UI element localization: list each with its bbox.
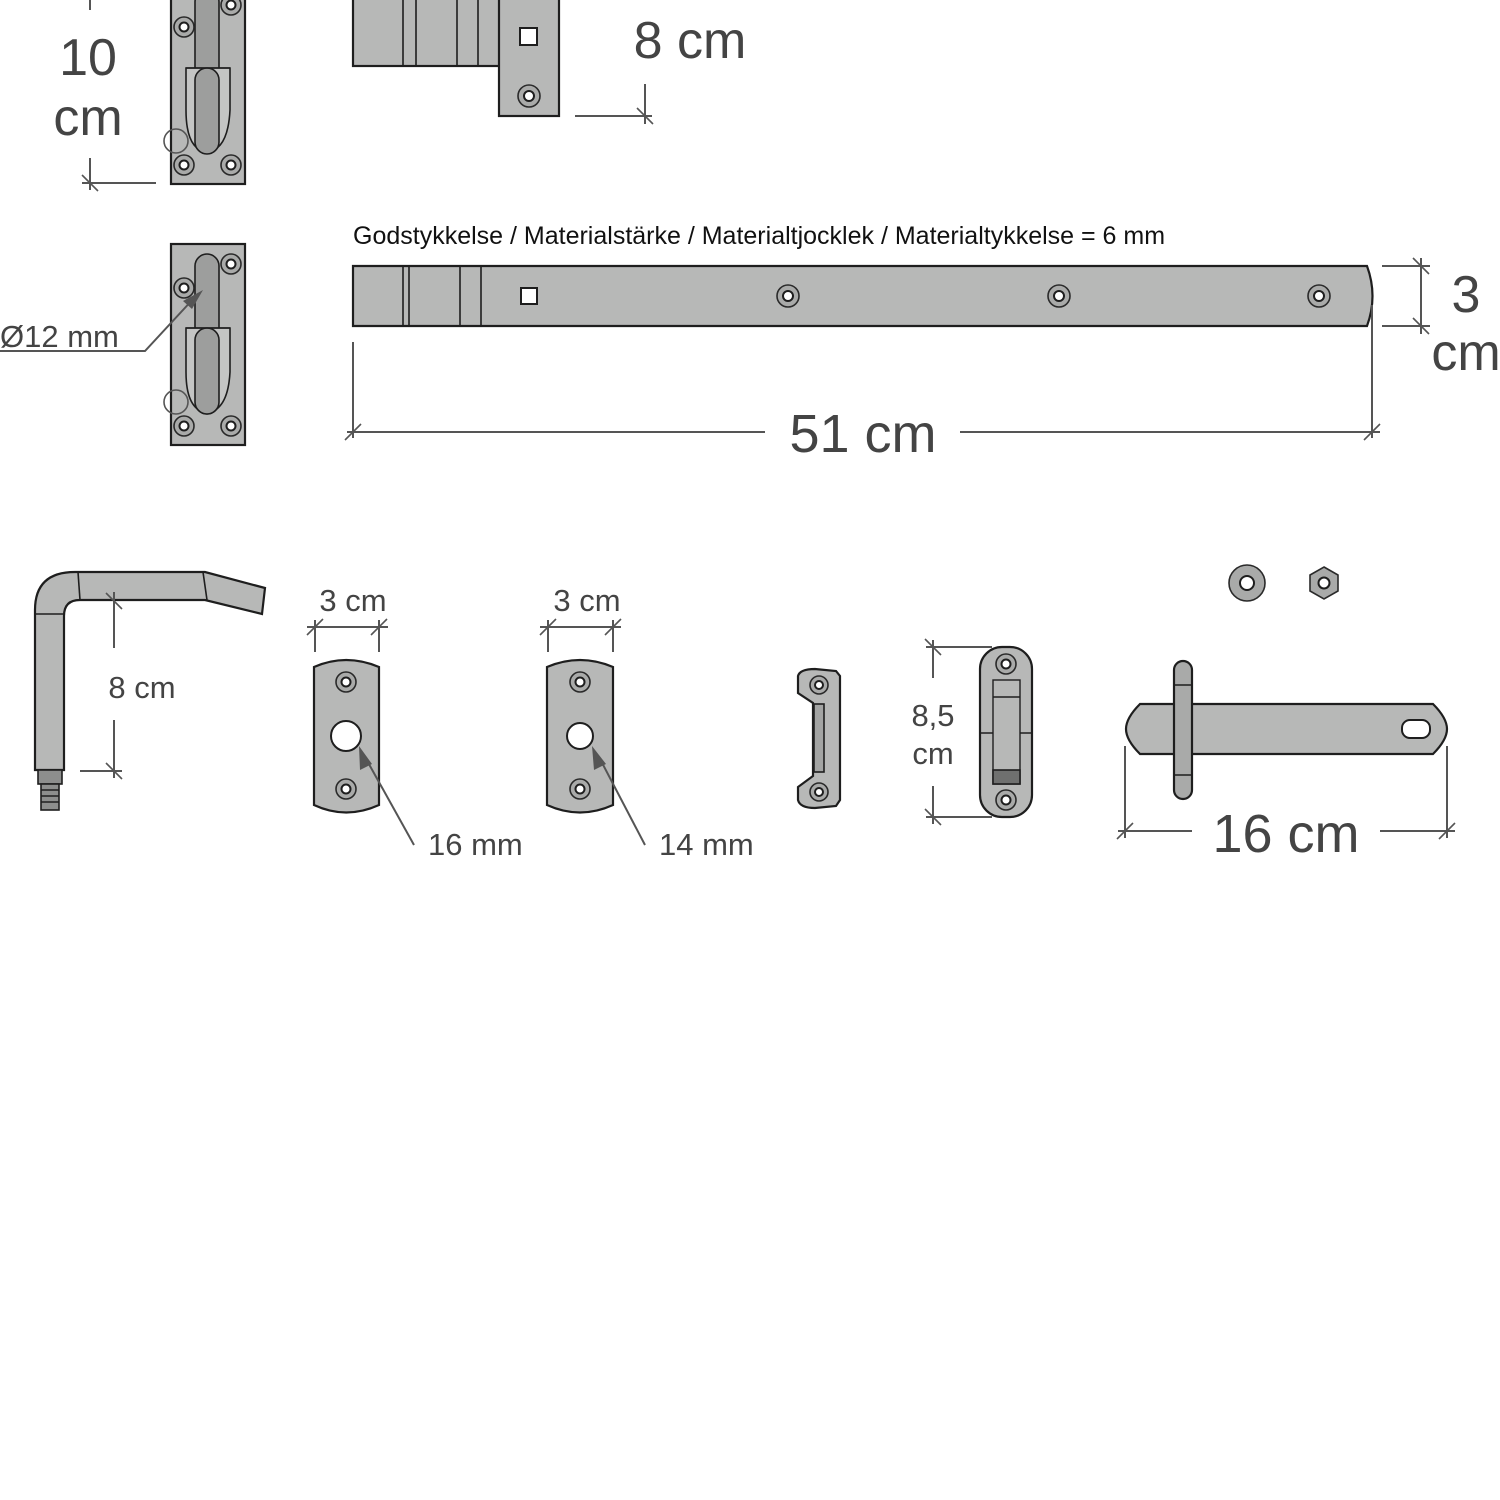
width-label-3: 3: [1452, 266, 1481, 324]
plate-14mm: [545, 658, 615, 814]
dimension-8-5cm: 8,5 cm: [911, 638, 992, 826]
washer: [1228, 564, 1266, 602]
length-label-51cm: 51 cm: [789, 404, 936, 464]
dimension-label-10: 10: [59, 29, 117, 87]
dimension-16cm: 16 cm: [1116, 746, 1456, 864]
dimension-label-8cm: 8 cm: [634, 12, 747, 70]
dimension-label-16cm: 16 cm: [1212, 804, 1359, 864]
side-bracket: [796, 667, 842, 810]
dimension-8cm-top: 8 cm: [575, 12, 747, 125]
dimension-diameter-12mm: Ø12 mm: [0, 290, 203, 354]
latch-bar: [1124, 659, 1449, 801]
hinge-strap-short: [351, 0, 561, 118]
hole-label-16mm: 16 mm: [428, 827, 523, 862]
dimension-plate-14mm: 3 cm 14 mm: [539, 583, 754, 862]
catch-plate: [978, 645, 1034, 819]
plate-16mm: [312, 658, 381, 814]
dimension-label-diameter: Ø12 mm: [0, 319, 119, 354]
dimension-label-cm-catch: cm: [912, 736, 953, 771]
dimension-plate-16mm: 3 cm 16 mm: [306, 583, 523, 862]
hex-nut: [1309, 566, 1339, 600]
dimension-3cm-strap: 3 cm: [1382, 257, 1500, 382]
dimension-51cm: 51 cm: [344, 305, 1381, 464]
dimension-label-8-5: 8,5: [911, 698, 954, 733]
dimension-label-cm: cm: [53, 89, 122, 147]
hinge-strap-long: [351, 264, 1374, 328]
dimension-10cm: 10 cm: [53, 0, 156, 192]
hinge-pin-plate-bottom: [163, 242, 247, 447]
l-hook-pin: [33, 570, 267, 811]
dimension-label-8cm-hook: 8 cm: [108, 670, 175, 705]
dimension-8cm-hook: 8 cm: [80, 592, 176, 780]
hole-label-14mm: 14 mm: [659, 827, 754, 862]
width-label-3cm-a: 3 cm: [319, 583, 386, 618]
width-label-cm: cm: [1431, 324, 1500, 382]
hinge-pin-plate-top: [163, 0, 247, 186]
material-thickness-note: Godstykkelse / Materialstärke / Material…: [353, 222, 1165, 250]
width-label-3cm-b: 3 cm: [553, 583, 620, 618]
